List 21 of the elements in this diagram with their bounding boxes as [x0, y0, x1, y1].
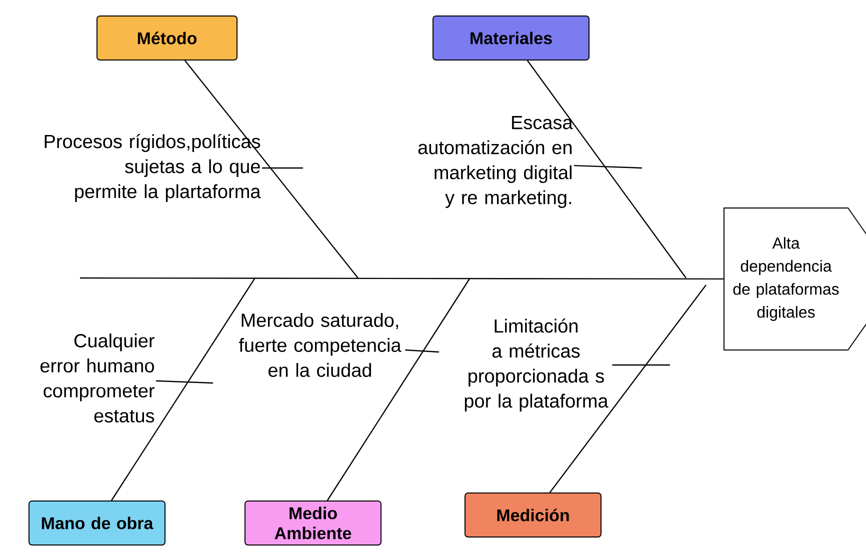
- bone-line: [184, 60, 358, 278]
- bone-line: [549, 284, 706, 493]
- cause-text: Escasa automatización en marketing digital y re marketing.: [418, 116, 573, 208]
- bone-line: [326, 278, 471, 501]
- cause-text: Cualquier error humano comprometer estatus: [40, 334, 154, 422]
- category-box: Medio Ambiente: [244, 500, 382, 546]
- cause-text: Mercado saturado, fuerte competencia en la ciudad: [238, 313, 402, 377]
- leader-line: [405, 349, 440, 353]
- category-box: Materiales: [432, 16, 590, 60]
- category-box: Método: [96, 16, 238, 60]
- category-box: Medición: [464, 492, 602, 538]
- spine-line: [80, 277, 724, 280]
- cause-text: Limitación a métricas proporcionada s por la plataforma: [464, 318, 608, 412]
- effect-head: Alta dependencia de plataformas digitales: [724, 208, 866, 350]
- bone-line: [526, 60, 686, 278]
- category-box: Mano de obra: [28, 500, 166, 546]
- leader-line: [612, 364, 670, 366]
- leader-line: [156, 380, 214, 384]
- leader-line: [574, 164, 642, 169]
- leader-line: [262, 167, 303, 169]
- bone-line: [110, 278, 256, 501]
